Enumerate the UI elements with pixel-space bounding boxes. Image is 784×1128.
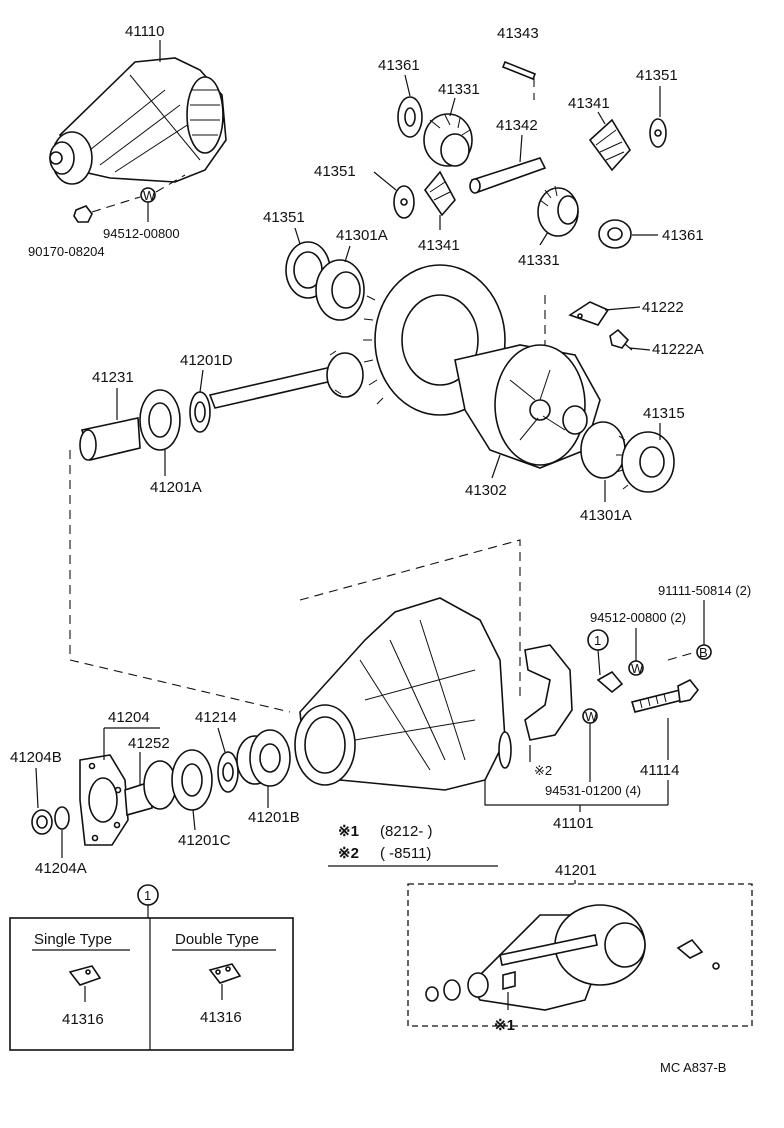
svg-text:※1: ※1 [338, 823, 359, 840]
label-41204: 41204 [108, 709, 150, 726]
label-94512-00800-mid: 94512-00800 (2) [590, 610, 686, 625]
label-41316-single: 41316 [62, 1011, 104, 1028]
part-41231-drive-pinion [208, 350, 364, 409]
part-41316-clip [596, 670, 624, 694]
label-41361-top: 41361 [378, 57, 420, 74]
label-41341-right: 41341 [568, 95, 610, 112]
part-41341-pinion-right [588, 118, 631, 172]
part-41302-diff-case [454, 344, 601, 469]
part-41342-shaft [469, 157, 547, 194]
part-41361-washer-top [397, 96, 423, 138]
svg-text:( -8511): ( -8511) [380, 845, 431, 862]
label-41201B: 41201B [248, 809, 300, 826]
label-41222A: 41222A [652, 341, 704, 358]
part-41201D-spacer [189, 391, 211, 433]
label-94512-00800-top: 94512-00800 [103, 226, 180, 241]
part-41201B-bearing [236, 729, 291, 787]
label-41301A-bot: 41301A [580, 507, 632, 524]
part-41301A-bearing-top [315, 259, 365, 321]
label-41316-double: 41316 [200, 1009, 242, 1026]
svg-text:W: W [585, 709, 598, 724]
label-41101: 41101 [553, 815, 594, 832]
label-41252: 41252 [128, 735, 170, 752]
label-41315: 41315 [643, 405, 685, 422]
label-41302: 41302 [465, 482, 507, 499]
label-41114: 41114 [640, 762, 680, 779]
legend-double-type: Double Type [175, 931, 259, 948]
part-41315-bearing-gear [580, 421, 675, 493]
label-41351-right: 41351 [636, 67, 678, 84]
label-41342: 41342 [496, 117, 538, 134]
label-41214: 41214 [195, 709, 237, 726]
label-41343: 41343 [497, 25, 539, 42]
part-41331-side-gear-mid [537, 185, 579, 237]
clip-single-icon [68, 965, 102, 986]
part-41222-lock [568, 301, 610, 326]
label-41201C: 41201C [178, 832, 231, 849]
label-41361-right: 41361 [662, 227, 704, 244]
label-41231: 41231 [92, 369, 134, 386]
label-41201A: 41201A [150, 479, 202, 496]
label-41331-top: 41331 [438, 81, 480, 98]
part-41204B-nut [31, 809, 53, 835]
label-41301A-top: 41301A [336, 227, 388, 244]
part-41222A-bolt [609, 328, 633, 351]
part-41361-washer-right [598, 219, 632, 249]
label-91111-50814: 91111-50814 (2) [658, 583, 751, 598]
part-41201A-bearing [139, 389, 181, 451]
part-41351-washer-right [649, 118, 667, 148]
part-bearing-cap [524, 644, 573, 741]
part-41201C-bearing [143, 749, 213, 811]
label-41204B: 41204B [10, 749, 62, 766]
legend-single-type: Single Type [34, 931, 112, 948]
label-90170-08204: 90170-08204 [28, 244, 105, 259]
kit-41201-box [407, 883, 753, 1027]
label-41341-mid: 41341 [418, 237, 460, 254]
svg-text:1: 1 [144, 888, 151, 903]
kit-note-1: ※1 [494, 1017, 515, 1034]
label-41351-mid: 41351 [314, 163, 356, 180]
part-41204-flange [79, 754, 129, 846]
part-90170-08204-nut [73, 205, 93, 223]
part-41101-housing [294, 597, 512, 791]
label-94531-01200: 94531-01200 (4) [545, 783, 641, 798]
label-41331-mid: 41331 [518, 252, 560, 269]
label-41201D: 41201D [180, 352, 233, 369]
label-41222: 41222 [642, 299, 684, 316]
clip-double-icon [208, 963, 242, 984]
svg-text:W: W [631, 661, 644, 676]
part-41231-sleeve [79, 417, 141, 461]
part-41331-side-gear-top [423, 113, 473, 167]
part-41351-washer-mid [393, 185, 415, 219]
part-41114-bolt [630, 678, 700, 713]
part-41214-spacer [217, 751, 239, 793]
type-legend-box: Single Type Double Type 41316 41316 [9, 917, 294, 1051]
svg-text:1: 1 [594, 633, 601, 648]
part-41343-pin [501, 60, 537, 81]
svg-text:(8212- ): (8212- ) [380, 823, 433, 840]
small-note-2: ※2 [534, 763, 552, 778]
svg-text:W: W [143, 188, 156, 203]
svg-text:B: B [699, 645, 708, 660]
part-41204A-washer [54, 806, 70, 830]
label-41204A: 41204A [35, 860, 87, 877]
label-41351-left: 41351 [263, 209, 305, 226]
part-41110-carrier [49, 57, 227, 185]
svg-text:※2: ※2 [338, 845, 359, 862]
notes-block: ※1 (8212- ) ※2 ( -8511) [328, 823, 498, 867]
part-41341-pinion-mid [423, 170, 456, 217]
figure-code: MC A837-B [660, 1060, 726, 1075]
label-41201-kit: 41201 [555, 862, 597, 879]
label-41110: 41110 [125, 23, 165, 40]
